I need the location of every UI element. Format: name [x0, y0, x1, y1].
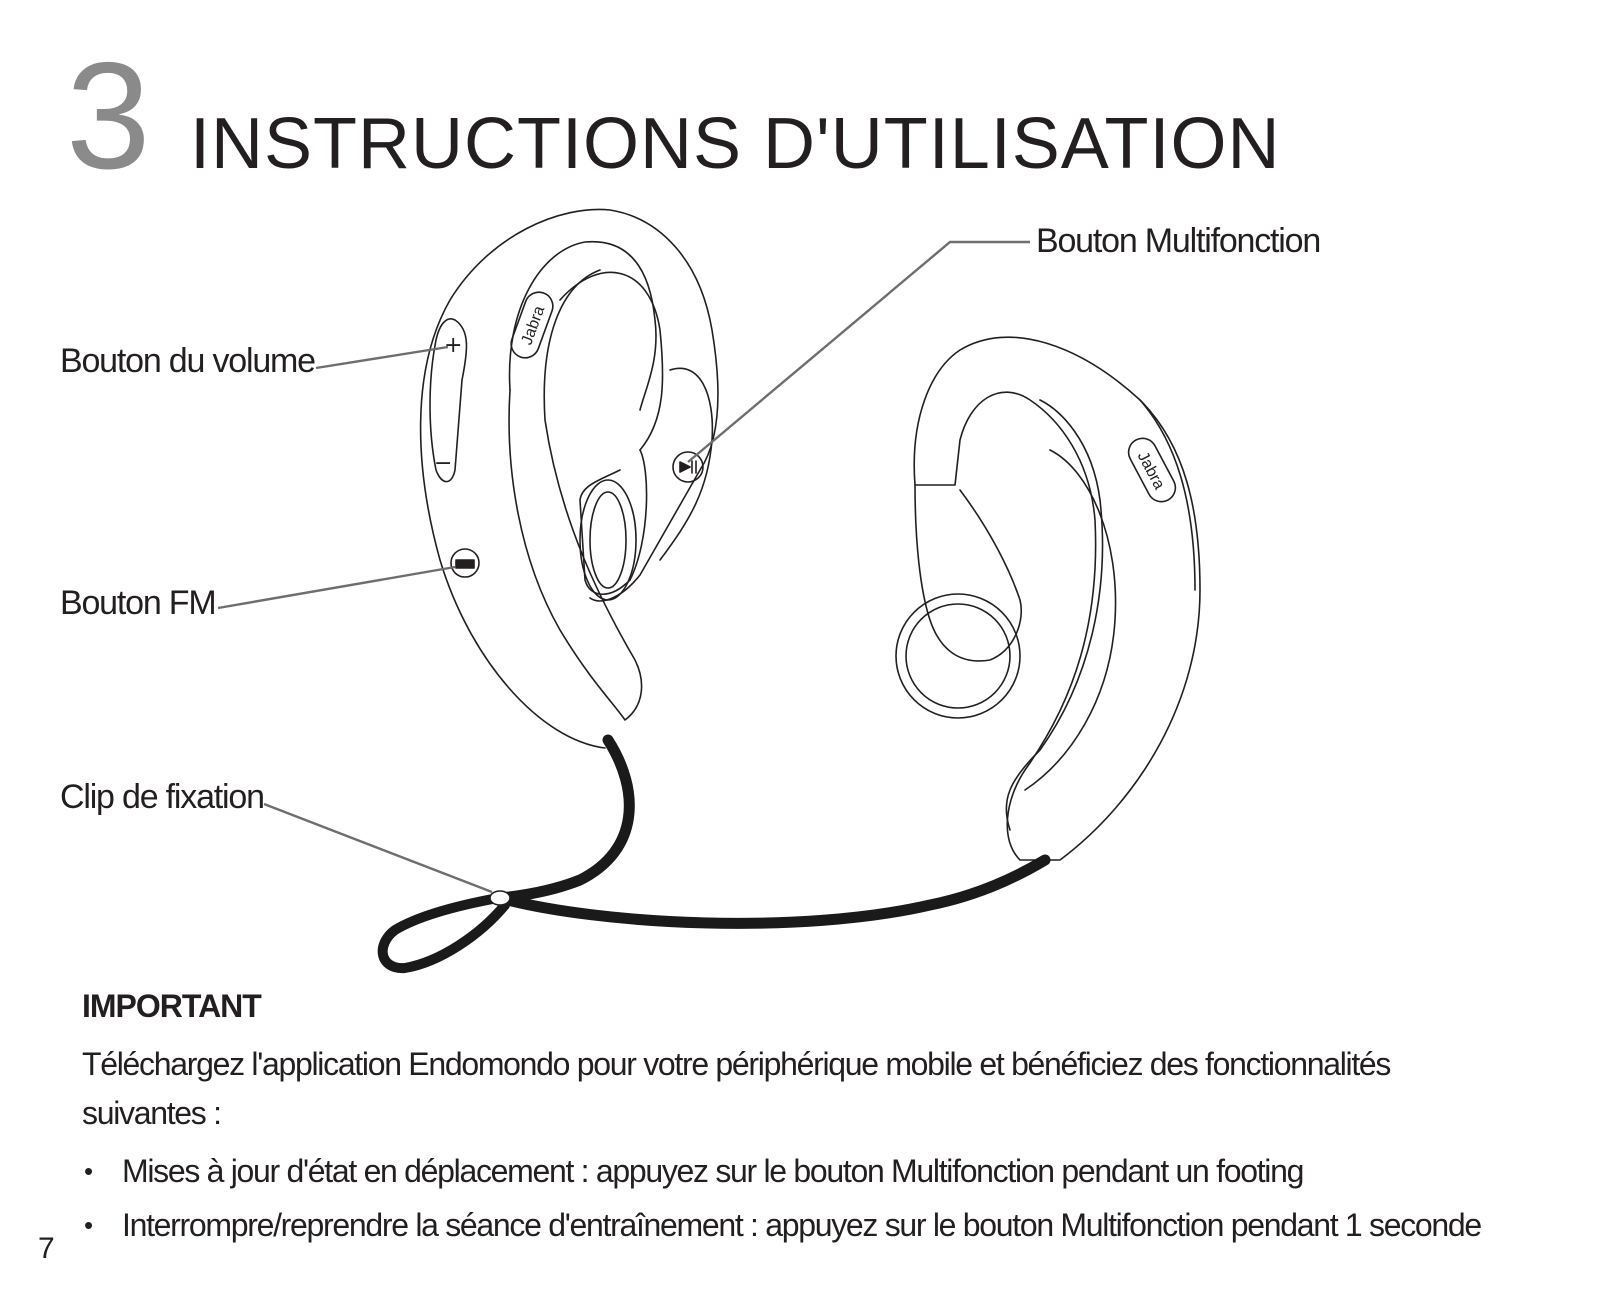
fixation-clip-loop	[377, 893, 510, 974]
bullet-icon: •	[84, 1156, 93, 1186]
multifunction-button-icon	[672, 451, 704, 483]
right-earpiece-shell	[913, 336, 1201, 861]
feature-list: • Mises à jour d'état en déplacement : ap…	[82, 1144, 1482, 1252]
clip-label: Clip de fixation	[60, 778, 265, 816]
list-item: • Interrompre/reprendre la séance d'entra…	[82, 1198, 1482, 1252]
brand-logo-right: Jabra	[1134, 449, 1168, 492]
multifunction-button-label: Bouton Multifonction	[1036, 222, 1321, 260]
left-ear-bud	[579, 449, 648, 595]
page-number: 7	[38, 1232, 55, 1265]
list-item-text: Interrompre/reprendre la séance d'entraî…	[122, 1207, 1482, 1243]
neckband-cord	[494, 734, 1051, 929]
chapter-title: INSTRUCTIONS D'UTILISATION	[190, 104, 1281, 184]
chapter-number: 3	[66, 31, 151, 201]
list-item-text: Mises à jour d'état en déplacement : app…	[122, 1153, 1304, 1189]
volume-minus-icon: −	[434, 451, 452, 476]
bullet-icon: •	[84, 1210, 93, 1240]
volume-button-label: Bouton du volume	[60, 342, 316, 380]
fm-button-label: Bouton FM	[60, 584, 217, 622]
list-item: • Mises à jour d'état en déplacement : ap…	[82, 1144, 1481, 1198]
multifunction-leader-line	[687, 240, 1030, 463]
volume-plus-icon: +	[444, 333, 462, 358]
fm-leader-line	[217, 565, 456, 610]
important-heading: IMPORTANT	[82, 988, 262, 1024]
right-ear-bud	[914, 484, 1022, 662]
left-inner-channel	[508, 240, 657, 411]
clip-leader-line	[263, 802, 493, 894]
volume-leader-line	[315, 345, 449, 370]
volume-button-strip	[429, 318, 468, 483]
important-intro: Téléchargez l'application Endomondo pour…	[82, 1046, 1391, 1131]
fm-button-icon	[450, 548, 480, 578]
